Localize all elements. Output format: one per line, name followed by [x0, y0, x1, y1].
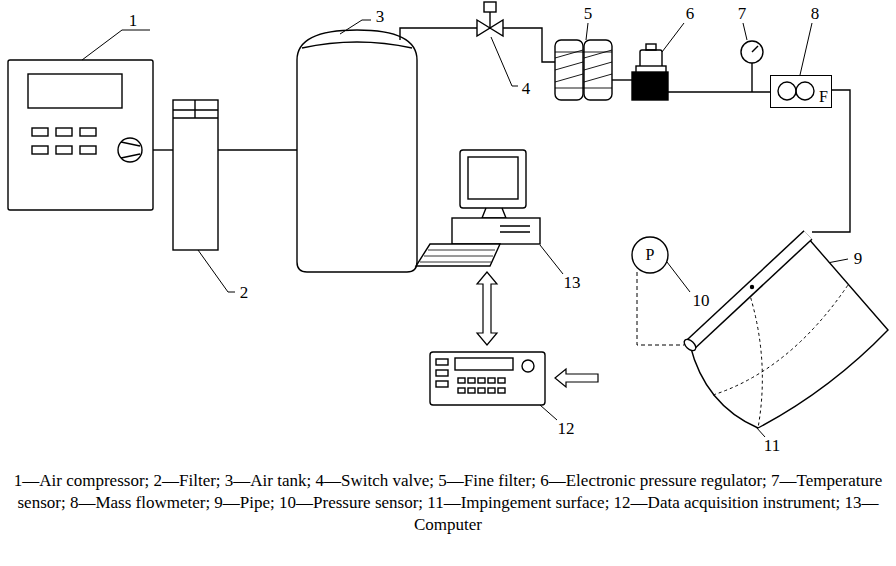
pressure-sensor: P: [631, 236, 669, 274]
mass-flowmeter: F: [770, 75, 832, 108]
data-acquisition-instrument: [430, 352, 545, 405]
component-letter: P: [646, 247, 655, 263]
callout-number: 3: [376, 8, 385, 25]
callout-number: 10: [693, 292, 710, 309]
data-link-arrow: [477, 272, 497, 345]
callout-number: 2: [240, 284, 249, 301]
fine-filter: [555, 40, 612, 100]
component-letter: F: [819, 89, 828, 105]
computer: [416, 150, 540, 266]
callout-number: 1: [129, 12, 138, 29]
callout-number: 5: [584, 5, 593, 22]
callout-number: 13: [564, 274, 581, 291]
switch-valve: [477, 2, 503, 36]
callout-number: 12: [558, 420, 575, 437]
air-lines: [153, 28, 850, 232]
temperature-sensor: [741, 41, 763, 63]
callout-number: 8: [811, 5, 820, 22]
signal-arrow: [555, 369, 598, 387]
pressure-signal-line: [637, 272, 684, 345]
air-compressor: [8, 60, 153, 210]
callout-number: 4: [522, 80, 531, 97]
sensor-circle: [632, 237, 668, 273]
pressure-regulator: [632, 44, 668, 100]
figure-caption: 1—Air compressor; 2—Filter; 3—Air tank; …: [8, 470, 888, 536]
air-tank: [297, 30, 417, 272]
impingement-surface: [690, 238, 888, 428]
callout-number: 6: [686, 5, 695, 22]
callout-number: 11: [764, 437, 780, 454]
callout-number: 9: [854, 250, 863, 267]
flowmeter-rotors: [778, 82, 814, 100]
pipe: [682, 235, 808, 353]
callout-number: 7: [738, 5, 747, 22]
filter: [173, 100, 218, 250]
